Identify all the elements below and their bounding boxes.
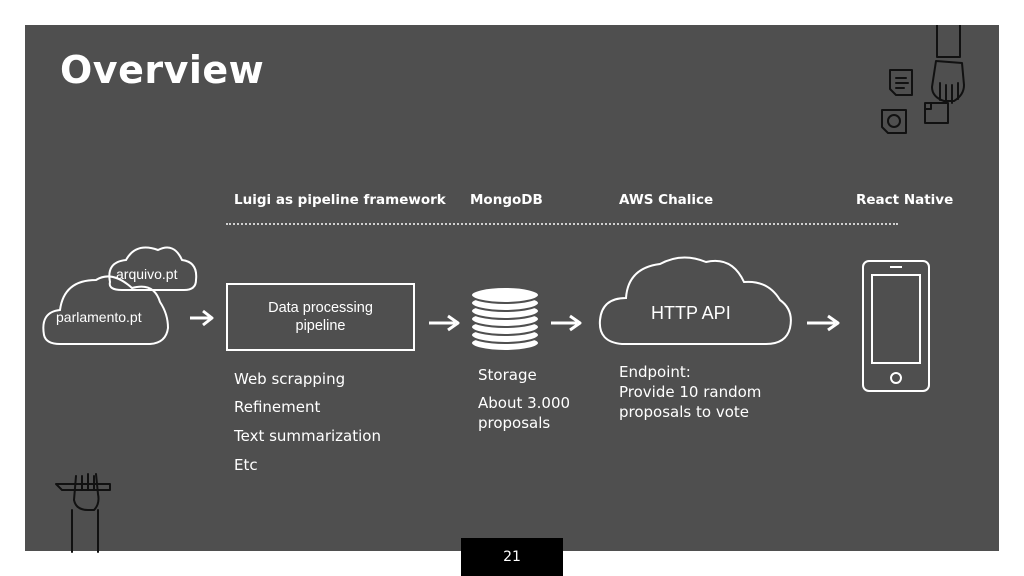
endpoint-desc-line1: Provide 10 random [619, 383, 762, 401]
cloud-icon [598, 256, 792, 345]
cloud-icon [108, 246, 198, 291]
pipeline-step: Text summarization [234, 427, 381, 445]
arrow-right-icon [429, 314, 460, 332]
storage-label: Storage [478, 366, 537, 384]
documents-hand-illustration [881, 25, 965, 134]
storage-detail-line1: About 3.000 [478, 394, 571, 412]
smartphone-icon [862, 260, 930, 392]
pipeline-box: Data processing pipeline [226, 283, 415, 351]
cloud-label-arquivo: arquivo.pt [116, 266, 178, 282]
document-icon [881, 109, 907, 134]
slide-title: Overview [60, 48, 265, 92]
arrow-right-icon [190, 309, 214, 327]
header-luigi: Luigi as pipeline framework [234, 192, 446, 208]
header-aws-chalice: AWS Chalice [619, 192, 714, 208]
endpoint-label: Endpoint: [619, 363, 691, 381]
pipeline-step: Refinement [234, 398, 321, 416]
header-mongodb: MongoDB [470, 192, 543, 208]
cloud-icon [42, 275, 170, 345]
pipeline-step: Etc [234, 456, 258, 474]
endpoint-desc-line2: proposals to vote [619, 403, 749, 421]
cloud-label-parlamento: parlamento.pt [56, 309, 142, 325]
arrow-right-icon [807, 314, 840, 332]
pen-hand-icon [55, 473, 111, 553]
page-number: 21 [461, 538, 563, 576]
source-clouds [42, 246, 198, 345]
database-icon [470, 286, 540, 352]
pipeline-step: Web scrapping [234, 370, 346, 388]
storage-detail-line2: proposals [478, 414, 551, 432]
pipeline-box-line2: pipeline [295, 318, 346, 334]
document-icon [924, 102, 949, 124]
header-divider [226, 223, 898, 225]
api-cloud-label: HTTP API [651, 303, 731, 323]
document-icon [889, 69, 913, 96]
header-react-native: React Native [856, 192, 954, 208]
pipeline-box-line1: Data processing [268, 300, 373, 316]
hand-icon [931, 25, 965, 104]
arrow-right-icon [551, 314, 582, 332]
